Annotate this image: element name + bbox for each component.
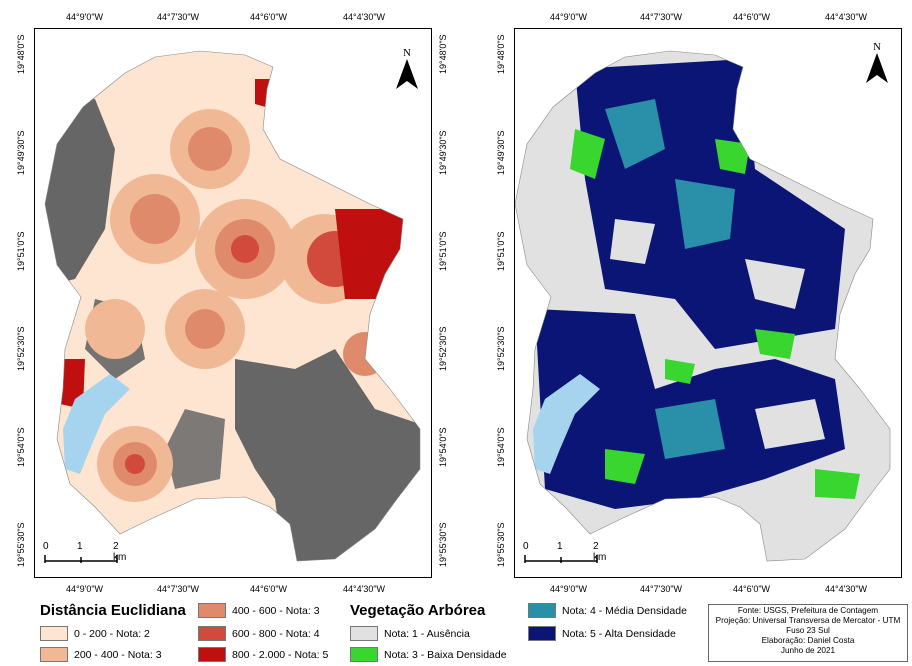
coord-top-r-3: 44°4'30"W: [825, 12, 868, 22]
scale-label-0: 0: [523, 541, 529, 552]
legend-label: 800 - 2.000 - Nota: 5: [232, 648, 329, 661]
legend-vegetation-title: Vegetação Arbórea: [350, 602, 486, 619]
legend-label: Nota: 3 - Baixa Densidade: [384, 648, 507, 661]
north-arrow-icon: [396, 59, 418, 89]
legend-swatch: [198, 647, 226, 662]
distance-map: [44, 50, 421, 562]
coord-right-l-3: 19°52'30"S: [438, 326, 448, 371]
coord-left-r-5: 19°55'30"S: [496, 522, 506, 567]
north-arrow-right: N: [865, 41, 889, 88]
coord-right-l-0: 19°48'0"S: [438, 34, 448, 74]
legend-distance-item: 400 - 600 - Nota: 3: [198, 603, 320, 618]
coord-bot-r-1: 44°7'30"W: [640, 584, 683, 594]
legend-distance-item: 0 - 200 - Nota: 2: [40, 626, 150, 641]
scale-bar-graphic: [524, 555, 598, 563]
legend-swatch: [40, 626, 68, 641]
coord-left-r-0: 19°48'0"S: [496, 34, 506, 74]
legend-distance-item: 200 - 400 - Nota: 3: [40, 647, 162, 662]
legend-vegetation-item: Nota: 4 - Média Densidade: [528, 603, 687, 618]
credits-box: Fonte: USGS, Prefeitura de Contagem Proj…: [708, 604, 908, 662]
legend-distance-item: 600 - 800 - Nota: 4: [198, 626, 320, 641]
coord-right-l-1: 19°49'30"S: [438, 130, 448, 175]
legend-swatch: [350, 626, 378, 641]
coord-left-r-4: 19°54'0"S: [496, 427, 506, 467]
scale-label-0: 0: [43, 541, 49, 552]
credits-line: Junho de 2021: [780, 646, 836, 655]
scale-bar: 0 1 2 km: [43, 541, 127, 569]
map-frame-distance: N 0 1 2 km: [34, 28, 432, 578]
coord-bot-r-0: 44°9'0"W: [550, 584, 588, 594]
legend-label: 0 - 200 - Nota: 2: [74, 627, 150, 640]
coord-left-r-1: 19°49'30"S: [496, 130, 506, 175]
coord-left-l-3: 19°52'30"S: [16, 326, 26, 371]
credits-line: Elaboração: Daniel Costa: [761, 636, 855, 645]
coord-left-l-1: 19°49'30"S: [16, 130, 26, 175]
credits-line: Fonte: USGS, Prefeitura de Contagem: [737, 606, 879, 615]
coord-top-l-3: 44°4'30"W: [343, 12, 386, 22]
coord-right-l-4: 19°54'0"S: [438, 427, 448, 467]
legend-label: 200 - 400 - Nota: 3: [74, 648, 162, 661]
coord-left-r-3: 19°52'30"S: [496, 326, 506, 371]
scale-bar-right: 0 1 2 km: [523, 541, 607, 569]
legend-vegetation-item: Nota: 5 - Alta Densidade: [528, 626, 676, 641]
scale-label-2: 2 km: [593, 541, 607, 563]
coord-top-r-1: 44°7'30"W: [640, 12, 683, 22]
north-label: N: [403, 47, 411, 59]
legend-swatch: [40, 647, 68, 662]
legend-label: 600 - 800 - Nota: 4: [232, 627, 320, 640]
coord-bot-l-2: 44°6'0"W: [250, 584, 288, 594]
map-frame-vegetation: N 0 1 2 km: [514, 28, 902, 578]
coord-top-l-1: 44°7'30"W: [157, 12, 200, 22]
legend-label: Nota: 4 - Média Densidade: [562, 604, 687, 617]
coord-right-l-5: 19°55'30"S: [438, 522, 448, 567]
coord-left-l-4: 19°54'0"S: [16, 427, 26, 467]
coord-bot-r-3: 44°4'30"W: [825, 584, 868, 594]
legend-label: Nota: 1 - Ausência: [384, 627, 470, 640]
coord-bot-l-0: 44°9'0"W: [66, 584, 104, 594]
legend-label: 400 - 600 - Nota: 3: [232, 604, 320, 617]
credits-line: Fuso 23 Sul: [786, 626, 830, 635]
north-label-right: N: [873, 41, 881, 53]
legend-vegetation-item: Nota: 3 - Baixa Densidade: [350, 647, 507, 662]
coord-top-l-0: 44°9'0"W: [66, 12, 104, 22]
legend-swatch: [528, 603, 556, 618]
credits-line: Projeção: Universal Transversa de Mercat…: [715, 616, 901, 625]
coord-bot-l-1: 44°7'30"W: [157, 584, 200, 594]
legend-swatch: [198, 603, 226, 618]
legend-swatch: [198, 626, 226, 641]
north-arrow: N: [395, 47, 419, 94]
legend-distance-item: 800 - 2.000 - Nota: 5: [198, 647, 328, 662]
coord-bot-r-2: 44°6'0"W: [733, 584, 771, 594]
legend-swatch: [528, 626, 556, 641]
coord-left-r-2: 19°51'0"S: [496, 231, 506, 271]
coord-left-l-0: 19°48'0"S: [16, 34, 26, 74]
coord-top-r-2: 44°6'0"W: [733, 12, 771, 22]
north-arrow-icon: [866, 53, 888, 83]
legend-label: Nota: 5 - Alta Densidade: [562, 627, 676, 640]
scale-label-1: 1: [77, 541, 83, 552]
scale-bar-graphic: [44, 555, 118, 563]
coord-top-l-2: 44°6'0"W: [250, 12, 288, 22]
coord-top-r-0: 44°9'0"W: [550, 12, 588, 22]
scale-label-1: 1: [557, 541, 563, 552]
legend-distance-title: Distância Euclidiana: [40, 602, 186, 619]
scale-label-2: 2 km: [113, 541, 127, 563]
coord-right-l-2: 19°51'0"S: [438, 231, 448, 271]
legend-vegetation-item: Nota: 1 - Ausência: [350, 626, 470, 641]
legend-swatch: [350, 647, 378, 662]
coord-left-l-2: 19°51'0"S: [16, 231, 26, 271]
coord-left-l-5: 19°55'30"S: [16, 522, 26, 567]
coord-bot-l-3: 44°4'30"W: [343, 584, 386, 594]
vegetation-map: [515, 50, 891, 562]
